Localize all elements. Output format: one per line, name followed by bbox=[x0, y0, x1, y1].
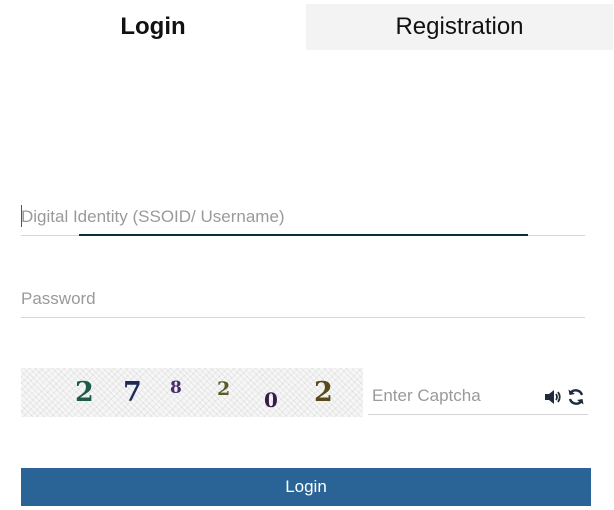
tab-login[interactable]: Login bbox=[0, 4, 306, 50]
login-button[interactable]: Login bbox=[21, 468, 591, 506]
captcha-field-wrapper bbox=[368, 382, 588, 416]
captcha-underline bbox=[368, 414, 588, 415]
captcha-char: 2 bbox=[217, 378, 231, 400]
captcha-char: 2 bbox=[75, 377, 94, 408]
captcha-char: 7 bbox=[123, 377, 142, 408]
password-input[interactable] bbox=[21, 287, 585, 311]
ssoid-focus-line bbox=[79, 234, 528, 236]
password-underline bbox=[21, 317, 585, 318]
speaker-icon[interactable] bbox=[543, 387, 563, 407]
captcha-char: 8 bbox=[170, 378, 182, 398]
tab-login-label: Login bbox=[120, 13, 186, 40]
ssoid-field-wrapper bbox=[21, 205, 585, 237]
ssoid-input[interactable] bbox=[21, 205, 585, 229]
login-button-label: Login bbox=[285, 477, 327, 496]
text-caret bbox=[21, 205, 22, 227]
captcha-image: 2 7 8 2 0 2 bbox=[21, 368, 363, 417]
tab-registration-label: Registration bbox=[395, 13, 524, 40]
password-field-wrapper bbox=[21, 287, 585, 319]
captcha-input[interactable] bbox=[372, 384, 537, 408]
tab-registration[interactable]: Registration bbox=[306, 4, 613, 50]
captcha-char: 2 bbox=[314, 377, 333, 408]
refresh-icon[interactable] bbox=[566, 387, 586, 407]
captcha-char: 0 bbox=[264, 388, 278, 412]
